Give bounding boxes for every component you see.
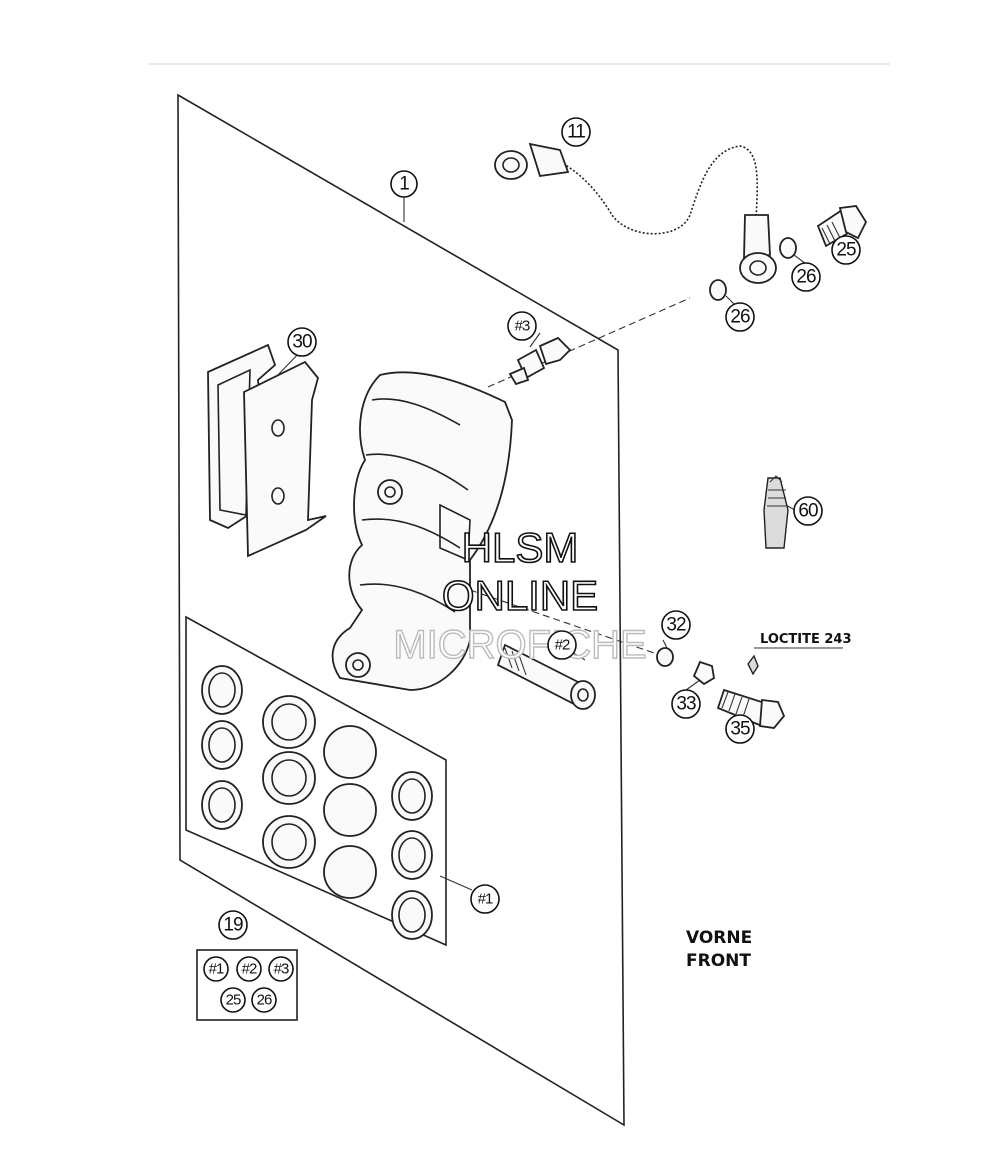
kit-callout-hash-1: #1 [203, 956, 229, 982]
svg-text:1: 1 [399, 174, 409, 195]
svg-text:33: 33 [676, 694, 696, 715]
washer-part [779, 237, 797, 259]
callout-25: 25 [831, 235, 861, 265]
bleeder-valve-part [508, 336, 572, 386]
pad-pin-part [496, 643, 596, 710]
callout-60: 60 [793, 496, 823, 526]
callout-32: 32 [661, 610, 691, 640]
vorne-label: VORNE [686, 928, 752, 948]
svg-text:11: 11 [567, 122, 585, 143]
svg-text:30: 30 [292, 332, 312, 353]
callout-35: 35 [725, 714, 755, 744]
svg-text:25: 25 [836, 240, 856, 261]
svg-text:60: 60 [798, 501, 818, 522]
loctite-label: LOCTITE 243 [760, 632, 852, 647]
kit-callout-25: 25 [220, 987, 246, 1013]
svg-text:25: 25 [226, 992, 241, 1009]
callout-hash-1: #1 [470, 884, 500, 914]
watermark: MICROFICHE ONLINE HLSM [393, 523, 648, 668]
svg-text:#2: #2 [555, 637, 570, 654]
callout-30: 30 [287, 327, 317, 357]
front-label: FRONT [686, 951, 751, 971]
kit-callout-hash-3: #3 [268, 956, 294, 982]
svg-text:#2: #2 [242, 961, 257, 978]
kit-callout-26: 26 [251, 987, 277, 1013]
loctite-tube-part [763, 475, 789, 549]
seals-and-pistons-part [201, 665, 433, 940]
caliper-assembly-panel [177, 93, 625, 1127]
callout-hash-3: #3 [507, 311, 537, 341]
seal-kit-panel [185, 615, 447, 947]
svg-text:32: 32 [666, 615, 686, 636]
caliper-body-part [331, 371, 513, 691]
svg-text:19: 19 [223, 915, 243, 936]
svg-text:35: 35 [730, 719, 750, 740]
brake-hose-part [494, 142, 777, 284]
callout-1: 1 [390, 170, 418, 198]
callout-19: 19 [218, 910, 248, 940]
svg-text:#1: #1 [478, 891, 493, 908]
callout-hash-2: #2 [547, 630, 577, 660]
watermark-line-3: MICROFICHE [393, 623, 646, 667]
caliper-screw-part [716, 688, 786, 729]
svg-text:26: 26 [796, 267, 816, 288]
kit-callout-hash-2: #2 [236, 956, 262, 982]
svg-text:#1: #1 [209, 961, 224, 978]
callout-26-upper: 26 [791, 262, 821, 292]
callout-26-lower: 26 [725, 302, 755, 332]
kit-box [196, 949, 298, 1021]
svg-text:26: 26 [730, 307, 750, 328]
svg-text:26: 26 [257, 992, 272, 1009]
watermark-line-2: ONLINE [442, 572, 598, 619]
washer-part [656, 647, 674, 667]
lock-washer-part [692, 660, 715, 686]
banjo-bolt-part [816, 205, 868, 248]
watermark-line-1: HLSM [462, 524, 579, 571]
brake-pads-part [207, 343, 327, 558]
svg-text:#3: #3 [515, 318, 530, 335]
loctite-drop-part [747, 654, 759, 676]
washer-part [709, 279, 727, 301]
svg-text:#3: #3 [274, 961, 289, 978]
callout-11: 11 [561, 117, 591, 147]
callout-33: 33 [671, 689, 701, 719]
